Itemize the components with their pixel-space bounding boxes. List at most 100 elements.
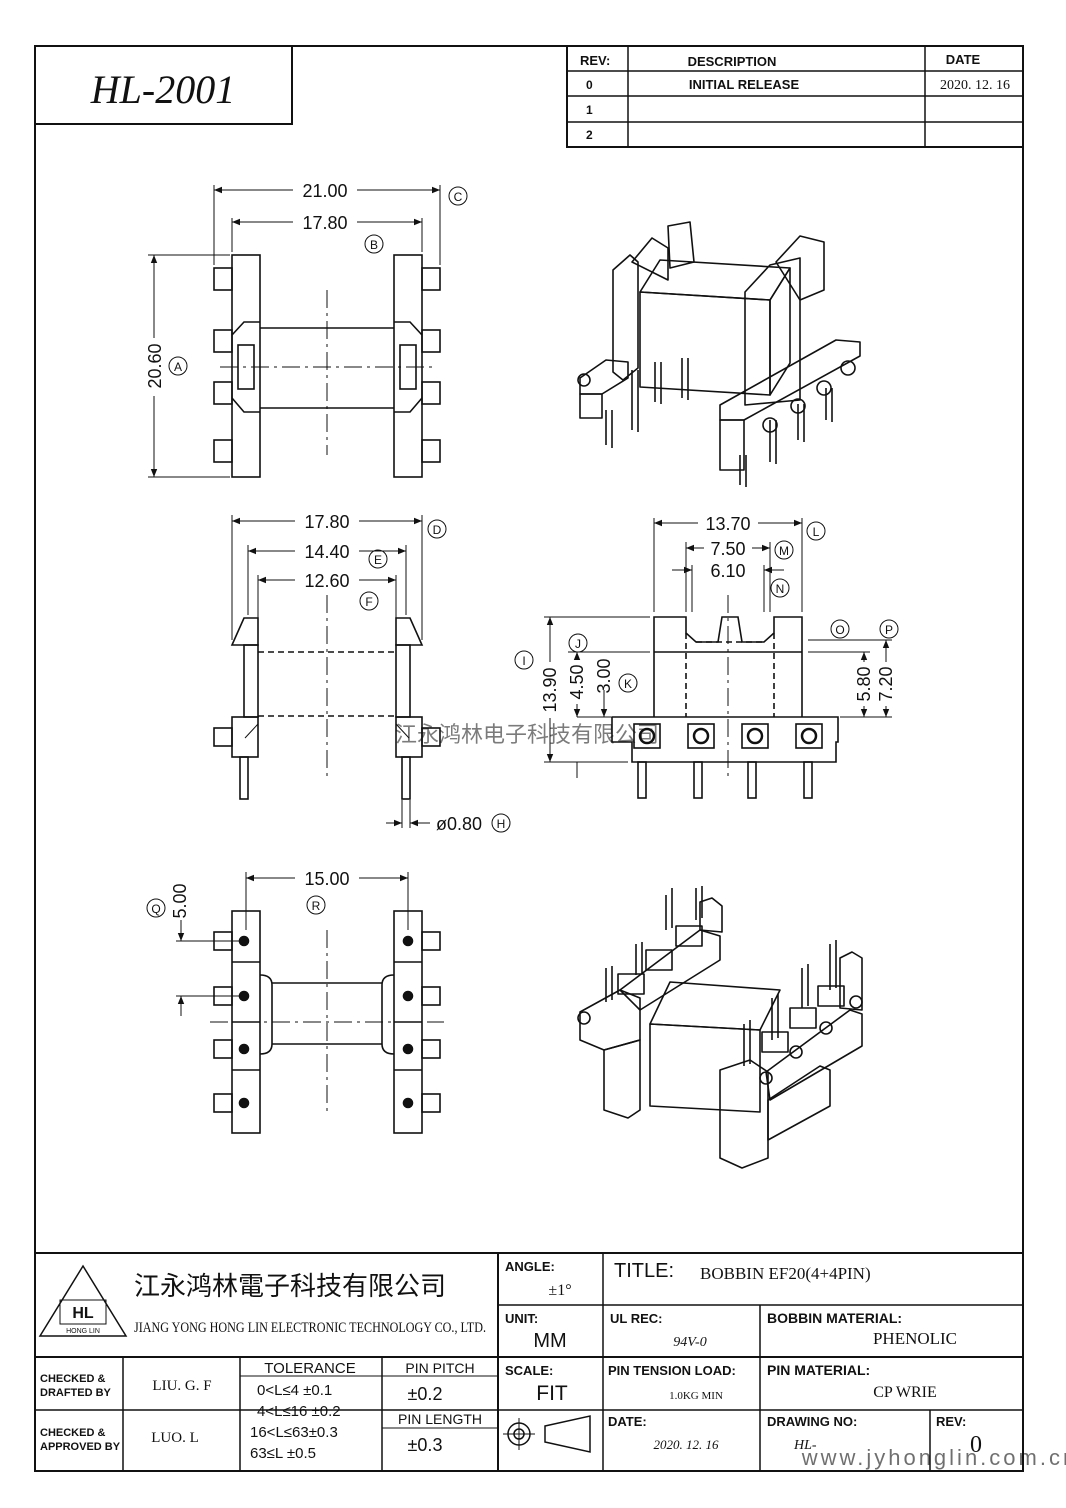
watermark-url: www.jyhonglin.com.cn (801, 1445, 1066, 1470)
date-header: DATE (946, 52, 981, 67)
dim-6-10: 6.10 (710, 561, 745, 581)
pin-length-label: PIN LENGTH (398, 1411, 482, 1427)
scale-value: FIT (536, 1382, 568, 1405)
tag-l: L (813, 525, 820, 539)
dim-5-00: 5.00 (170, 883, 190, 918)
part-code: HL-2001 (90, 67, 235, 112)
front-view-labels: 17.80 14.40 12.60 ø0.80 D E F H (295, 511, 505, 834)
pin-material-value: CP WRIE (873, 1384, 937, 1401)
tag-i: I (522, 654, 525, 668)
approved-by: LUO. L (151, 1430, 199, 1446)
dim-5-80: 5.80 (854, 666, 874, 701)
top-view-labels: 21.00 17.80 20.60 C B A (143, 180, 463, 396)
dim-14-40: 14.40 (304, 542, 349, 562)
tag-r: R (312, 899, 321, 913)
rev-value: 0 (970, 1432, 982, 1458)
description-header: DESCRIPTION (688, 54, 777, 69)
rev-row-2: 2 (586, 128, 593, 142)
pin-length-value: ±0.3 (408, 1435, 443, 1455)
checked-drafted-label-1: CHECKED & (40, 1373, 105, 1385)
tolerance-row-1: 0<L≤4 ±0.1 (257, 1382, 332, 1399)
dim-3-00: 3.00 (594, 658, 614, 693)
isometric-view-bottom (577, 886, 863, 1169)
pin-tension-label: PIN TENSION LOAD: (608, 1363, 736, 1378)
tolerance-label: TOLERANCE (264, 1360, 355, 1377)
rev-row-0-date: 2020. 12. 16 (940, 78, 1010, 93)
dim-4-50: 4.50 (567, 664, 587, 699)
bottom-view-labels: 15.00 5.00 R Q (151, 868, 359, 919)
tag-d: D (433, 523, 442, 537)
date-value: 2020. 12. 16 (654, 1437, 720, 1452)
tag-o: O (835, 623, 844, 637)
title-block (35, 1252, 1023, 1471)
sheet-border (34, 45, 1024, 1472)
logo-subtext: HONG LIN (66, 1328, 100, 1335)
dim-7-20: 7.20 (876, 666, 896, 701)
scale-label: SCALE: (505, 1363, 553, 1378)
drawing-no-label: DRAWING NO: (767, 1414, 857, 1429)
tag-a: A (174, 360, 182, 374)
checked-approved-label-2: APPROVED BY (40, 1441, 121, 1453)
front-view-dimensions (231, 515, 511, 833)
pin-pitch-value: ±0.2 (408, 1384, 443, 1404)
company-name-en: JIANG YONG HONG LIN ELECTRONIC TECHNOLOG… (134, 1320, 486, 1336)
side-view (611, 595, 839, 799)
front-view (213, 595, 441, 800)
bottom-view-dimensions (146, 872, 409, 1016)
part-code-box: HL-2001 (34, 45, 293, 125)
tag-n: N (776, 582, 785, 596)
watermark-company: 江永鸿林电子科技有限公司 (395, 722, 659, 747)
dim-13-90: 13.90 (540, 667, 560, 712)
dim-20-60: 20.60 (145, 343, 165, 388)
tag-h: H (497, 817, 506, 831)
dim-21-00: 21.00 (302, 181, 347, 201)
tag-e: E (374, 553, 382, 567)
rev-label: REV: (936, 1414, 966, 1429)
top-view (213, 254, 441, 478)
bobbin-material-label: BOBBIN MATERIAL: (767, 1310, 902, 1326)
tag-c: C (454, 190, 463, 204)
isometric-view-top (577, 221, 861, 487)
checked-drafted-label-2: DRAFTED BY (40, 1387, 112, 1399)
tag-j: J (575, 637, 581, 651)
dim-pin-diameter: ø0.80 (436, 814, 482, 834)
rev-row-1: 1 (586, 103, 593, 117)
checked-approved-label-1: CHECKED & (40, 1427, 105, 1439)
unit-label: UNIT: (505, 1311, 538, 1326)
pin-material-label: PIN MATERIAL: (767, 1362, 870, 1378)
bottom-view (210, 910, 444, 1134)
pin-pitch-label: PIN PITCH (405, 1360, 474, 1376)
company-name-cn: 江永鸿林電子科技有限公司 (134, 1272, 446, 1301)
dim-7-50: 7.50 (710, 539, 745, 559)
dim-12-60: 12.60 (304, 571, 349, 591)
angle-label: ANGLE: (505, 1259, 555, 1274)
ul-rec-value: 94V-0 (673, 1335, 706, 1350)
rev-row-0-description: INITIAL RELEASE (689, 77, 800, 92)
tolerance-row-4: 63≤L ±0.5 (250, 1445, 316, 1462)
tag-b: B (370, 238, 378, 252)
title-value: BOBBIN EF20(4+4PIN) (700, 1264, 871, 1283)
title-label: TITLE: (614, 1260, 674, 1282)
unit-value: MM (533, 1330, 566, 1352)
tag-m: M (779, 544, 789, 558)
drawing-no-value: HL- (793, 1438, 817, 1453)
pin-tension-value: 1.0KG MIN (669, 1390, 723, 1402)
angle-value: ±1° (548, 1282, 571, 1299)
title-block-text: HL HONG LIN 江永鸿林電子科技有限公司 JIANG YONG HONG… (40, 1259, 982, 1462)
logo-mark: HL (72, 1305, 94, 1322)
bobbin-material-value: PHENOLIC (873, 1329, 957, 1348)
tolerance-row-3: 16<L≤63±0.3 (250, 1424, 338, 1441)
dim-13-70: 13.70 (705, 514, 750, 534)
tag-p: P (885, 623, 893, 637)
date-label: DATE: (608, 1414, 647, 1429)
tag-q: Q (151, 902, 160, 916)
ul-rec-label: UL REC: (610, 1311, 662, 1326)
rev-row-0: 0 (586, 78, 593, 92)
dim-15-00: 15.00 (304, 869, 349, 889)
tolerance-row-2: 4<L≤16 ±0.2 (257, 1403, 341, 1420)
tag-f: F (365, 595, 372, 609)
dim-17-80-top: 17.80 (302, 213, 347, 233)
dim-17-80-front: 17.80 (304, 512, 349, 532)
